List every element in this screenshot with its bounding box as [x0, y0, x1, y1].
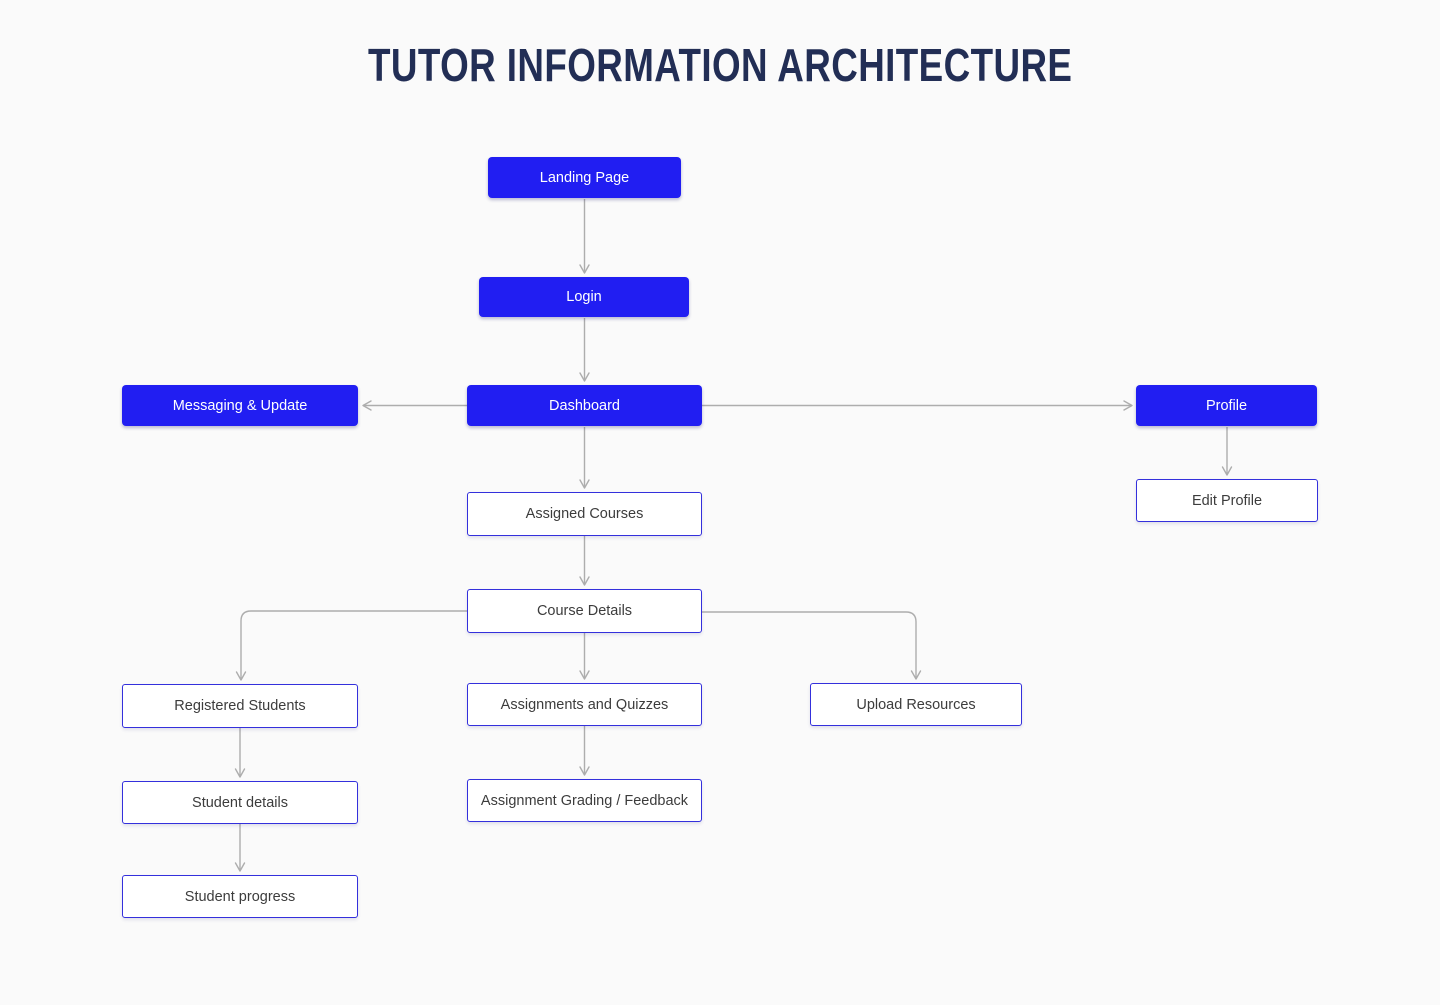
- node-student-progress[interactable]: Student progress: [122, 875, 358, 918]
- node-upload-resources-label: Upload Resources: [856, 696, 976, 713]
- node-edit-profile-label: Edit Profile: [1191, 492, 1263, 509]
- title-container: TUTOR INFORMATION ARCHITECTURE: [0, 38, 1440, 92]
- node-registered-students-label: Registered Students: [174, 698, 306, 714]
- node-assignment-grading[interactable]: Assignment Grading / Feedback: [467, 779, 702, 822]
- node-course-details[interactable]: Course Details: [467, 589, 702, 633]
- node-landing-page[interactable]: Landing Page: [488, 157, 681, 198]
- node-assignments-quizzes[interactable]: Assignments and Quizzes: [467, 683, 702, 726]
- node-login-label: Login: [566, 289, 602, 305]
- node-course-details-label: Course Details: [536, 603, 633, 619]
- node-profile[interactable]: Profile: [1136, 385, 1317, 426]
- node-assigned-courses-label: Assigned Courses: [525, 506, 644, 522]
- page-title: TUTOR INFORMATION ARCHITECTURE: [367, 39, 1073, 91]
- edge-course-to-upload-resources: [702, 611, 922, 680]
- node-student-details-label: Student details: [192, 794, 288, 811]
- node-registered-students[interactable]: Registered Students: [122, 684, 358, 728]
- node-landing-page-label: Landing Page: [539, 169, 630, 186]
- node-dashboard[interactable]: Dashboard: [467, 385, 702, 426]
- node-messaging-update[interactable]: Messaging & Update: [122, 385, 358, 426]
- node-assignment-grading-label: Assignment Grading / Feedback: [480, 792, 689, 809]
- node-upload-resources[interactable]: Upload Resources: [810, 683, 1022, 726]
- node-student-progress-label: Student progress: [184, 888, 296, 905]
- node-assignments-quizzes-label: Assignments and Quizzes: [500, 696, 669, 713]
- node-dashboard-label: Dashboard: [549, 397, 620, 414]
- node-assigned-courses[interactable]: Assigned Courses: [467, 492, 702, 536]
- node-edit-profile[interactable]: Edit Profile: [1136, 479, 1318, 522]
- node-student-details[interactable]: Student details: [122, 781, 358, 824]
- edge-course-to-registered-students: [235, 610, 467, 681]
- node-login[interactable]: Login: [479, 277, 689, 317]
- node-messaging-update-label: Messaging & Update: [172, 397, 308, 414]
- node-profile-label: Profile: [1205, 397, 1248, 414]
